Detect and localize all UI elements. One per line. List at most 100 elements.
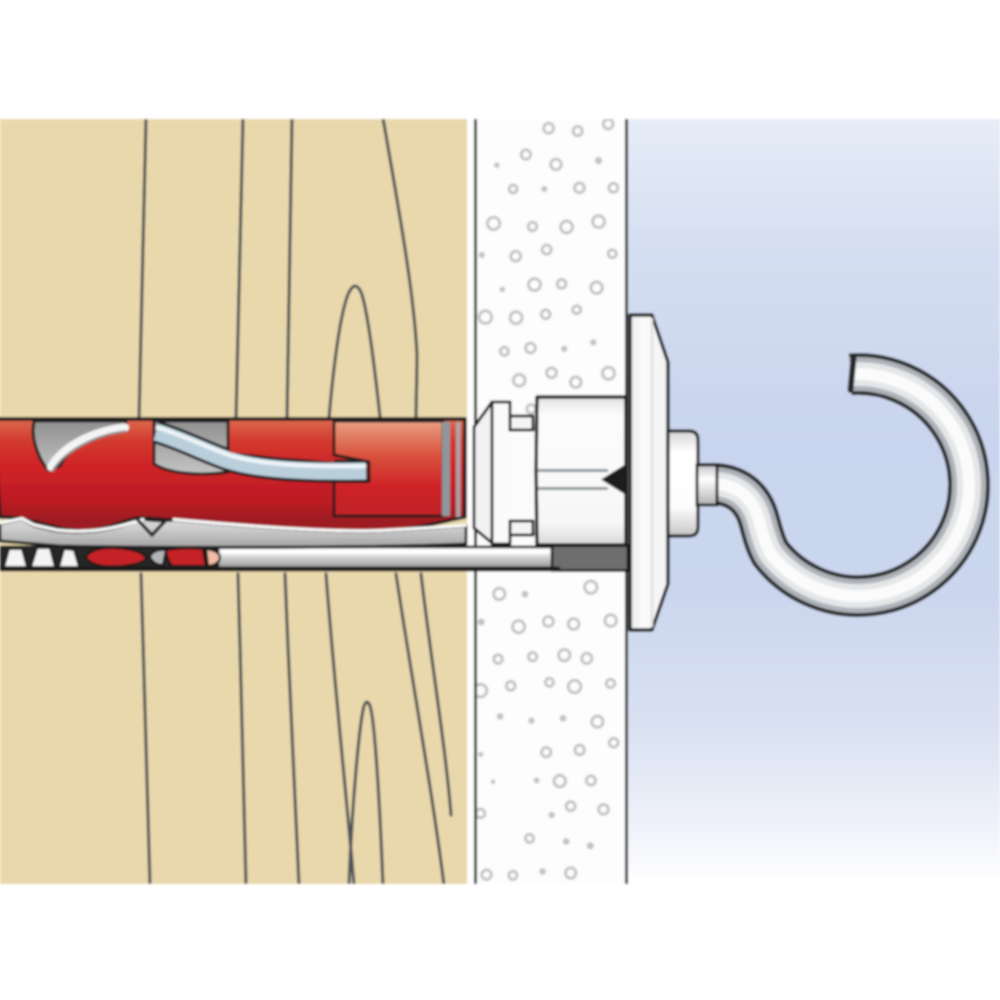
plaster-dot [561,345,568,353]
bushing-notch [601,464,626,495]
plug-wing-highlight [47,423,129,471]
plaster-dot [594,156,603,165]
detail-shape [84,546,148,568]
detail-shape [236,572,248,884]
plaster-dot [533,777,540,784]
detail-rect [456,422,461,517]
plaster-dot [606,248,618,260]
plaster-dot [559,714,567,722]
wood-grain-lines [137,119,453,884]
detail-shape [472,400,494,545]
plaster-dot [571,304,583,316]
plaster-dot [569,375,583,390]
plaster-dot [504,679,517,692]
plaster-dot [507,869,519,882]
plaster-dot [519,148,533,161]
plaster-dot [590,714,605,729]
detail-rect [508,420,538,532]
plaster-dot [540,243,553,256]
plaster-dot [580,651,594,666]
detail-shape [137,119,148,421]
plaster-dot [540,746,553,759]
detail-shape [0,516,145,533]
hook-boss [666,429,700,538]
hook-bushing [534,395,628,547]
plaster-dot [478,751,484,758]
plaster-dot [549,157,563,172]
detail-shape [381,119,419,421]
plaster-dot [607,736,620,749]
plug-thread-teeth [2,547,81,568]
hook-stem [695,463,719,507]
plaster-dot [601,119,615,131]
detail-rect [222,549,550,554]
plaster-dot [478,251,485,259]
detail-shape [148,548,168,567]
plaster-dot [539,868,546,875]
plaster-dot [566,617,581,631]
detail-shape [139,572,152,884]
plaster-dot [591,214,607,230]
detail-shape [666,429,700,538]
detail-rect [490,400,512,546]
plaster-dot [541,615,555,628]
detail-rect [508,519,535,537]
detail-shape [419,572,453,817]
plaster-dot [559,219,575,235]
plaster-dot [509,249,523,263]
detail-shape [2,548,29,568]
detail-rect [0,566,560,572]
plaster-dot [552,773,568,789]
detail-shape [283,572,301,884]
plaster-dot [477,309,494,325]
plaster-dot [508,310,524,326]
detail-rect [508,414,535,432]
plaster-dot [545,366,558,380]
plaster-dot [492,586,507,602]
detail-shape [164,547,208,568]
plug-knot-folds [84,546,222,568]
plaster-dot [589,280,604,296]
plaster-dot [539,308,552,321]
plaster-dot [524,341,537,355]
plaster-dot [527,277,542,293]
detail-shape [172,518,467,533]
plaster-dot [507,183,519,195]
plaster-dot [586,842,594,850]
detail-shape [628,313,670,632]
plaster-dot [526,220,539,233]
plaster-dot [523,832,536,845]
plaster-dot [571,124,584,138]
plaster-dot [573,743,586,757]
plaster-dot [597,803,610,816]
hook-tip-cut [847,355,857,393]
plaster-dot [564,800,577,813]
plaster-dot [511,619,527,635]
plug-red-top-patch [230,420,334,462]
plaster-dot [584,774,598,787]
plaster-dot [543,676,555,688]
detail-shape [135,517,169,538]
plug-collar-flange [472,400,538,546]
plaster-dot [492,653,504,665]
plaster-dot [485,215,502,232]
detail-shape [51,430,127,472]
plaster-dot [480,868,493,882]
plaster-dot [600,365,617,381]
plaster-dot [475,682,489,699]
plaster-dot [541,185,548,193]
plaster-dot [607,181,620,194]
screw-shaft [0,544,630,572]
wall-plate [628,313,670,632]
detail-shape [155,424,367,469]
plaster-dot [511,372,527,388]
plaster-dot [557,648,572,663]
plaster-dot [566,678,583,695]
expansion-plug [0,417,468,549]
plaster-dot [498,345,510,357]
detail-shape [0,417,467,517]
plaster-dot [583,579,599,595]
detail-rect [695,463,719,507]
plaster-dot [604,677,617,690]
